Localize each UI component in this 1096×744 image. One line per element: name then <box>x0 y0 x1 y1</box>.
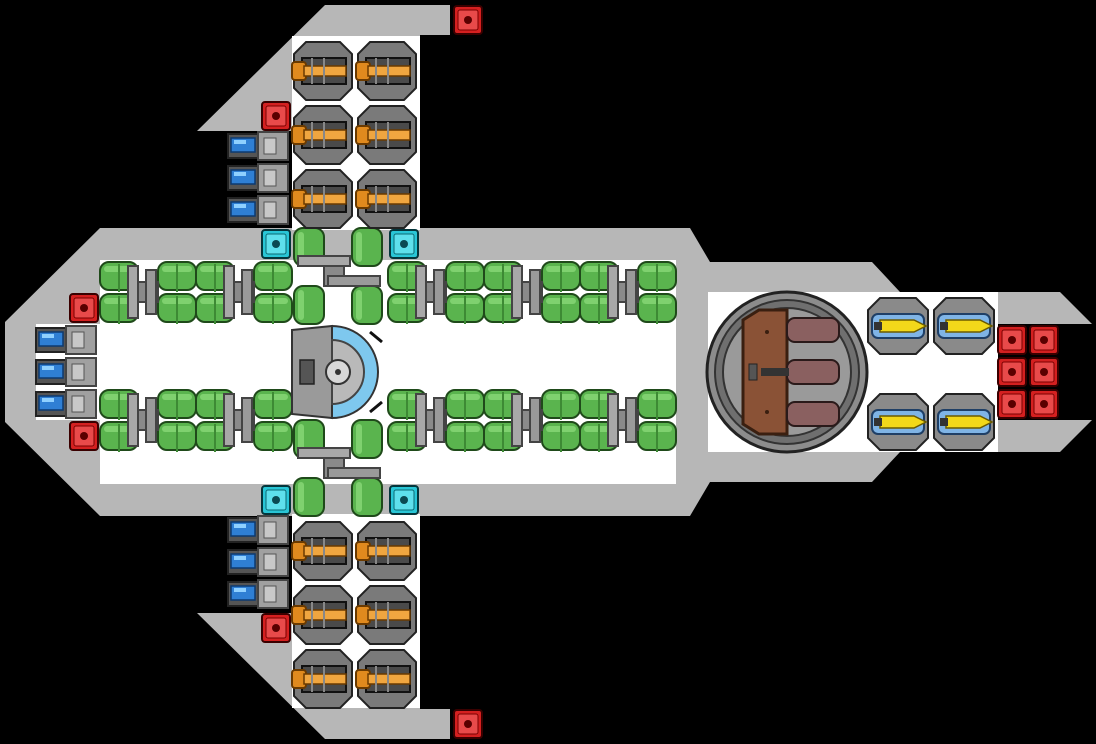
red-armor-block-icon[interactable] <box>69 293 99 323</box>
red-armor-block-icon[interactable] <box>997 389 1027 419</box>
missile-launcher-icon[interactable] <box>867 297 929 355</box>
cyan-utility-block-icon[interactable] <box>261 229 291 259</box>
red-armor-block-icon[interactable] <box>997 357 1027 387</box>
cyan-utility-block-icon[interactable] <box>389 229 419 259</box>
missile-launcher-icon[interactable] <box>933 393 995 451</box>
red-armor-block-icon[interactable] <box>453 709 483 739</box>
red-armor-block-icon[interactable] <box>453 5 483 35</box>
orange-turret-icon[interactable] <box>291 41 353 101</box>
blue-battery-icon[interactable] <box>227 515 289 545</box>
cyan-utility-block-icon[interactable] <box>389 485 419 515</box>
orange-turret-icon[interactable] <box>291 649 353 709</box>
orange-turret-icon[interactable] <box>355 521 417 581</box>
green-thruster-icon[interactable] <box>483 261 581 324</box>
missile-launcher-array <box>867 297 995 451</box>
green-thruster-icon[interactable] <box>483 389 581 452</box>
green-thruster-icon[interactable] <box>387 389 485 452</box>
green-thruster-icon[interactable] <box>579 261 677 324</box>
green-thruster-icon[interactable] <box>195 261 293 324</box>
red-armor-block-icon[interactable] <box>1029 389 1059 419</box>
heavy-cannon-turret-icon[interactable] <box>705 290 869 454</box>
green-thruster-icon[interactable] <box>195 389 293 452</box>
blue-battery-icon[interactable] <box>35 389 97 419</box>
battery-array <box>35 131 289 609</box>
blue-battery-icon[interactable] <box>227 163 289 193</box>
blue-battery-icon[interactable] <box>35 325 97 355</box>
red-armor-block-icon[interactable] <box>1029 357 1059 387</box>
green-thruster-icon[interactable] <box>99 261 197 324</box>
red-armor-block-icon[interactable] <box>1029 325 1059 355</box>
blue-battery-icon[interactable] <box>227 579 289 609</box>
orange-turret-icon[interactable] <box>355 41 417 101</box>
orange-turret-icon[interactable] <box>355 585 417 645</box>
red-armor-block-icon[interactable] <box>69 421 99 451</box>
missile-launcher-icon[interactable] <box>933 297 995 355</box>
armor-block-array <box>69 5 1059 739</box>
orange-turret-icon[interactable] <box>291 169 353 229</box>
floor-thruster-bay <box>100 260 676 484</box>
utility-block-array <box>261 229 419 515</box>
green-thruster-icon[interactable] <box>387 261 485 324</box>
blue-battery-icon[interactable] <box>227 131 289 161</box>
orange-turret-icon[interactable] <box>291 521 353 581</box>
green-thruster-icon[interactable] <box>293 419 383 517</box>
red-armor-block-icon[interactable] <box>261 613 291 643</box>
red-armor-block-icon[interactable] <box>261 101 291 131</box>
cyan-utility-block-icon[interactable] <box>261 485 291 515</box>
reactor-core-icon[interactable] <box>291 324 383 420</box>
orange-turret-icon[interactable] <box>291 585 353 645</box>
blue-battery-icon[interactable] <box>35 357 97 387</box>
red-armor-block-icon[interactable] <box>997 325 1027 355</box>
orange-turret-icon[interactable] <box>355 169 417 229</box>
orange-turret-icon[interactable] <box>355 105 417 165</box>
thruster-array <box>99 227 677 517</box>
orange-turret-icon[interactable] <box>291 105 353 165</box>
turret-array <box>291 41 417 709</box>
green-thruster-icon[interactable] <box>579 389 677 452</box>
blue-battery-icon[interactable] <box>227 547 289 577</box>
green-thruster-icon[interactable] <box>99 389 197 452</box>
blue-battery-icon[interactable] <box>227 195 289 225</box>
orange-turret-icon[interactable] <box>355 649 417 709</box>
green-thruster-icon[interactable] <box>293 227 383 325</box>
missile-launcher-icon[interactable] <box>867 393 929 451</box>
